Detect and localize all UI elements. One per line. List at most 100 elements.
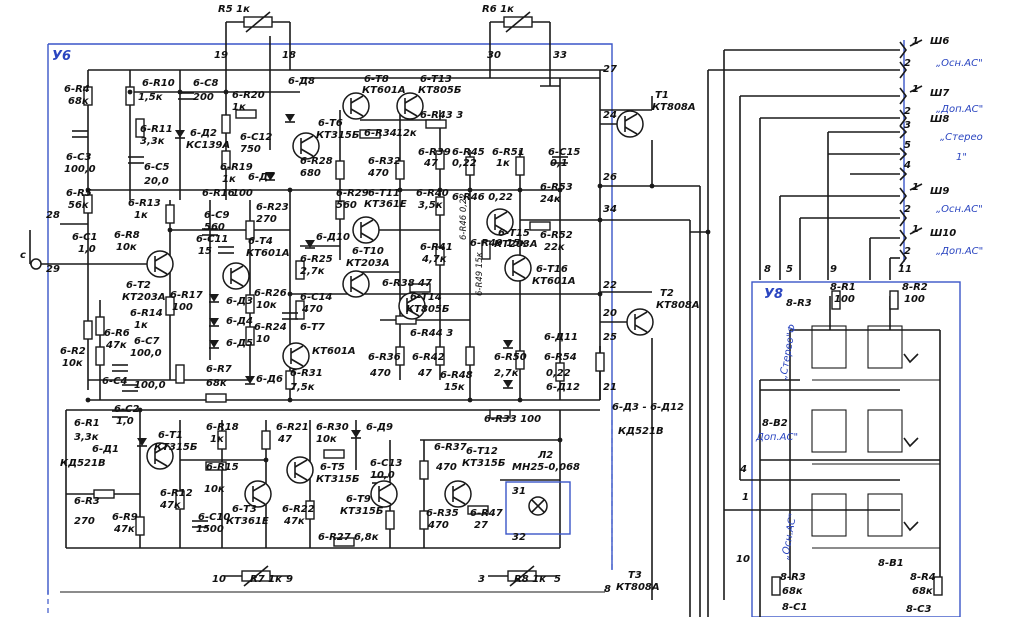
label-l2: Л2 — [537, 450, 553, 461]
junction-0 — [127, 89, 133, 95]
junction-3 — [85, 187, 91, 193]
label-r54v: 0,22 — [546, 368, 571, 379]
label-t8: 6-Т8 — [364, 74, 389, 85]
label-c3: 6-C3 — [66, 152, 91, 163]
label-n1d: 1 — [912, 182, 919, 193]
label-t4t: КТ601А — [246, 248, 290, 259]
label-r34v: 12к — [396, 128, 417, 139]
transistor-emitter-8 — [494, 224, 508, 233]
label-r26v: 10к — [256, 300, 277, 311]
resistor-2 — [221, 150, 231, 170]
label-r36: 6-R36 — [368, 352, 401, 363]
label-t1: Т1 — [655, 90, 669, 101]
label-p10r: 10 — [736, 554, 750, 565]
input-jack — [30, 258, 42, 270]
label-d11: 6-Д11 — [544, 332, 578, 343]
label-c10: 6-C10 — [198, 512, 230, 523]
label-t10: 6-Т10 — [352, 246, 384, 257]
transistor-collector-8 — [494, 211, 508, 220]
label-t2t: КТ203А — [122, 292, 166, 303]
label-t6t: КТ315Б — [316, 130, 360, 141]
junction-4 — [167, 227, 173, 233]
junction-11 — [597, 183, 603, 189]
potentiometer-arrow-0 — [245, 11, 271, 33]
diode-8 — [137, 438, 147, 446]
junction-10 — [557, 187, 563, 193]
resistor-33 — [419, 460, 429, 480]
label-c4v: 100,0 — [134, 380, 166, 391]
resistor-27 — [175, 490, 185, 510]
junction-6 — [397, 187, 403, 193]
label-r20v: 1к — [232, 102, 246, 113]
label-r48: 6-R48 — [440, 370, 473, 381]
junction-16 — [467, 397, 473, 403]
label-r12: 6-R12 — [160, 488, 193, 499]
blue-label-b_osn1: „Осн.АС" — [936, 58, 983, 69]
label-r32: 6-R32 — [368, 156, 401, 167]
label-p18: 18 — [282, 50, 296, 61]
label-n2e: 2 — [904, 246, 911, 257]
transistor-collector-10 — [406, 295, 420, 304]
label-p34: 34 — [603, 204, 617, 215]
resistor-24 — [295, 260, 305, 280]
label-d1: 6-Д1 — [92, 444, 119, 455]
label-r42: 6-R42 — [412, 352, 445, 363]
label-d8: 6-Д8 — [288, 76, 315, 87]
junction-1 — [177, 89, 183, 95]
transistor-collector-3 — [300, 135, 314, 144]
label-c3u8: 8-C3 — [906, 604, 931, 615]
label-d4: 6-Д4 — [226, 316, 253, 327]
resistor-44 — [175, 364, 185, 384]
rot-label-v_osn: „Осн.АС" — [780, 513, 799, 561]
potentiometer-arrow-2 — [243, 565, 269, 587]
label-d7: 6-Д7 — [248, 172, 275, 183]
label-c15: 6-C15 — [548, 147, 580, 158]
label-c12: 6-C12 — [240, 132, 272, 143]
blue-label-b_dopv: Доп.АС" — [755, 432, 798, 443]
diode-3 — [209, 294, 219, 302]
label-p27: 27 — [603, 64, 617, 75]
label-r3u8b: 8-R3 — [780, 572, 806, 583]
label-r2v: 10к — [62, 358, 83, 369]
label-r53: 6-R53 — [540, 182, 573, 193]
potentiometer-arrow-1 — [505, 11, 531, 33]
label-b2: 8-В2 — [762, 418, 788, 429]
label-p1r: 1 — [742, 492, 749, 503]
transistor-emitter-17 — [452, 496, 466, 505]
label-c11v: 15 — [198, 246, 212, 257]
resistor-6 — [245, 220, 255, 240]
label-t12t: КТ315Б — [462, 458, 506, 469]
components — [30, 11, 943, 596]
label-r2: 6-R2 — [60, 346, 86, 357]
junction-20 — [557, 437, 563, 443]
resistor-10 — [95, 316, 105, 336]
label-p22: 22 — [603, 280, 617, 291]
label-r50: 6-R50 — [494, 352, 527, 363]
label-r36v: 470 — [369, 368, 391, 379]
label-c9v: 560 — [204, 222, 225, 233]
resistor-h-9 — [93, 489, 115, 499]
label-r40v: 3,5к — [418, 200, 443, 211]
rot-black-v_r46: 6-R46 0,22 — [459, 193, 469, 240]
lamp-cross-b — [531, 499, 545, 513]
label-r45v: 0,22 — [452, 158, 477, 169]
label-r14: 6-R14 — [130, 308, 163, 319]
transistor-9 — [504, 254, 532, 282]
resistor-26 — [285, 370, 295, 390]
label-p25: 25 — [603, 332, 617, 343]
label-r3b: 6-R3 — [74, 496, 100, 507]
diode-4 — [209, 318, 219, 326]
label-p32: 32 — [512, 532, 526, 543]
label-r54: 6-R54 — [544, 352, 577, 363]
diode-1 — [285, 114, 295, 122]
label-p24: 24 — [603, 110, 617, 121]
label-ws8: Ш8 — [930, 114, 949, 125]
transistor-6 — [146, 250, 174, 278]
transistor-collector-11 — [634, 311, 648, 320]
junction-5 — [287, 187, 293, 193]
label-r2u8: 8-R2 — [902, 282, 928, 293]
label-r33: 6-R33 100 — [484, 414, 541, 425]
resistor-12 — [335, 160, 345, 180]
resistor-h-6 — [489, 409, 511, 419]
transistor-collector-7 — [230, 265, 244, 274]
